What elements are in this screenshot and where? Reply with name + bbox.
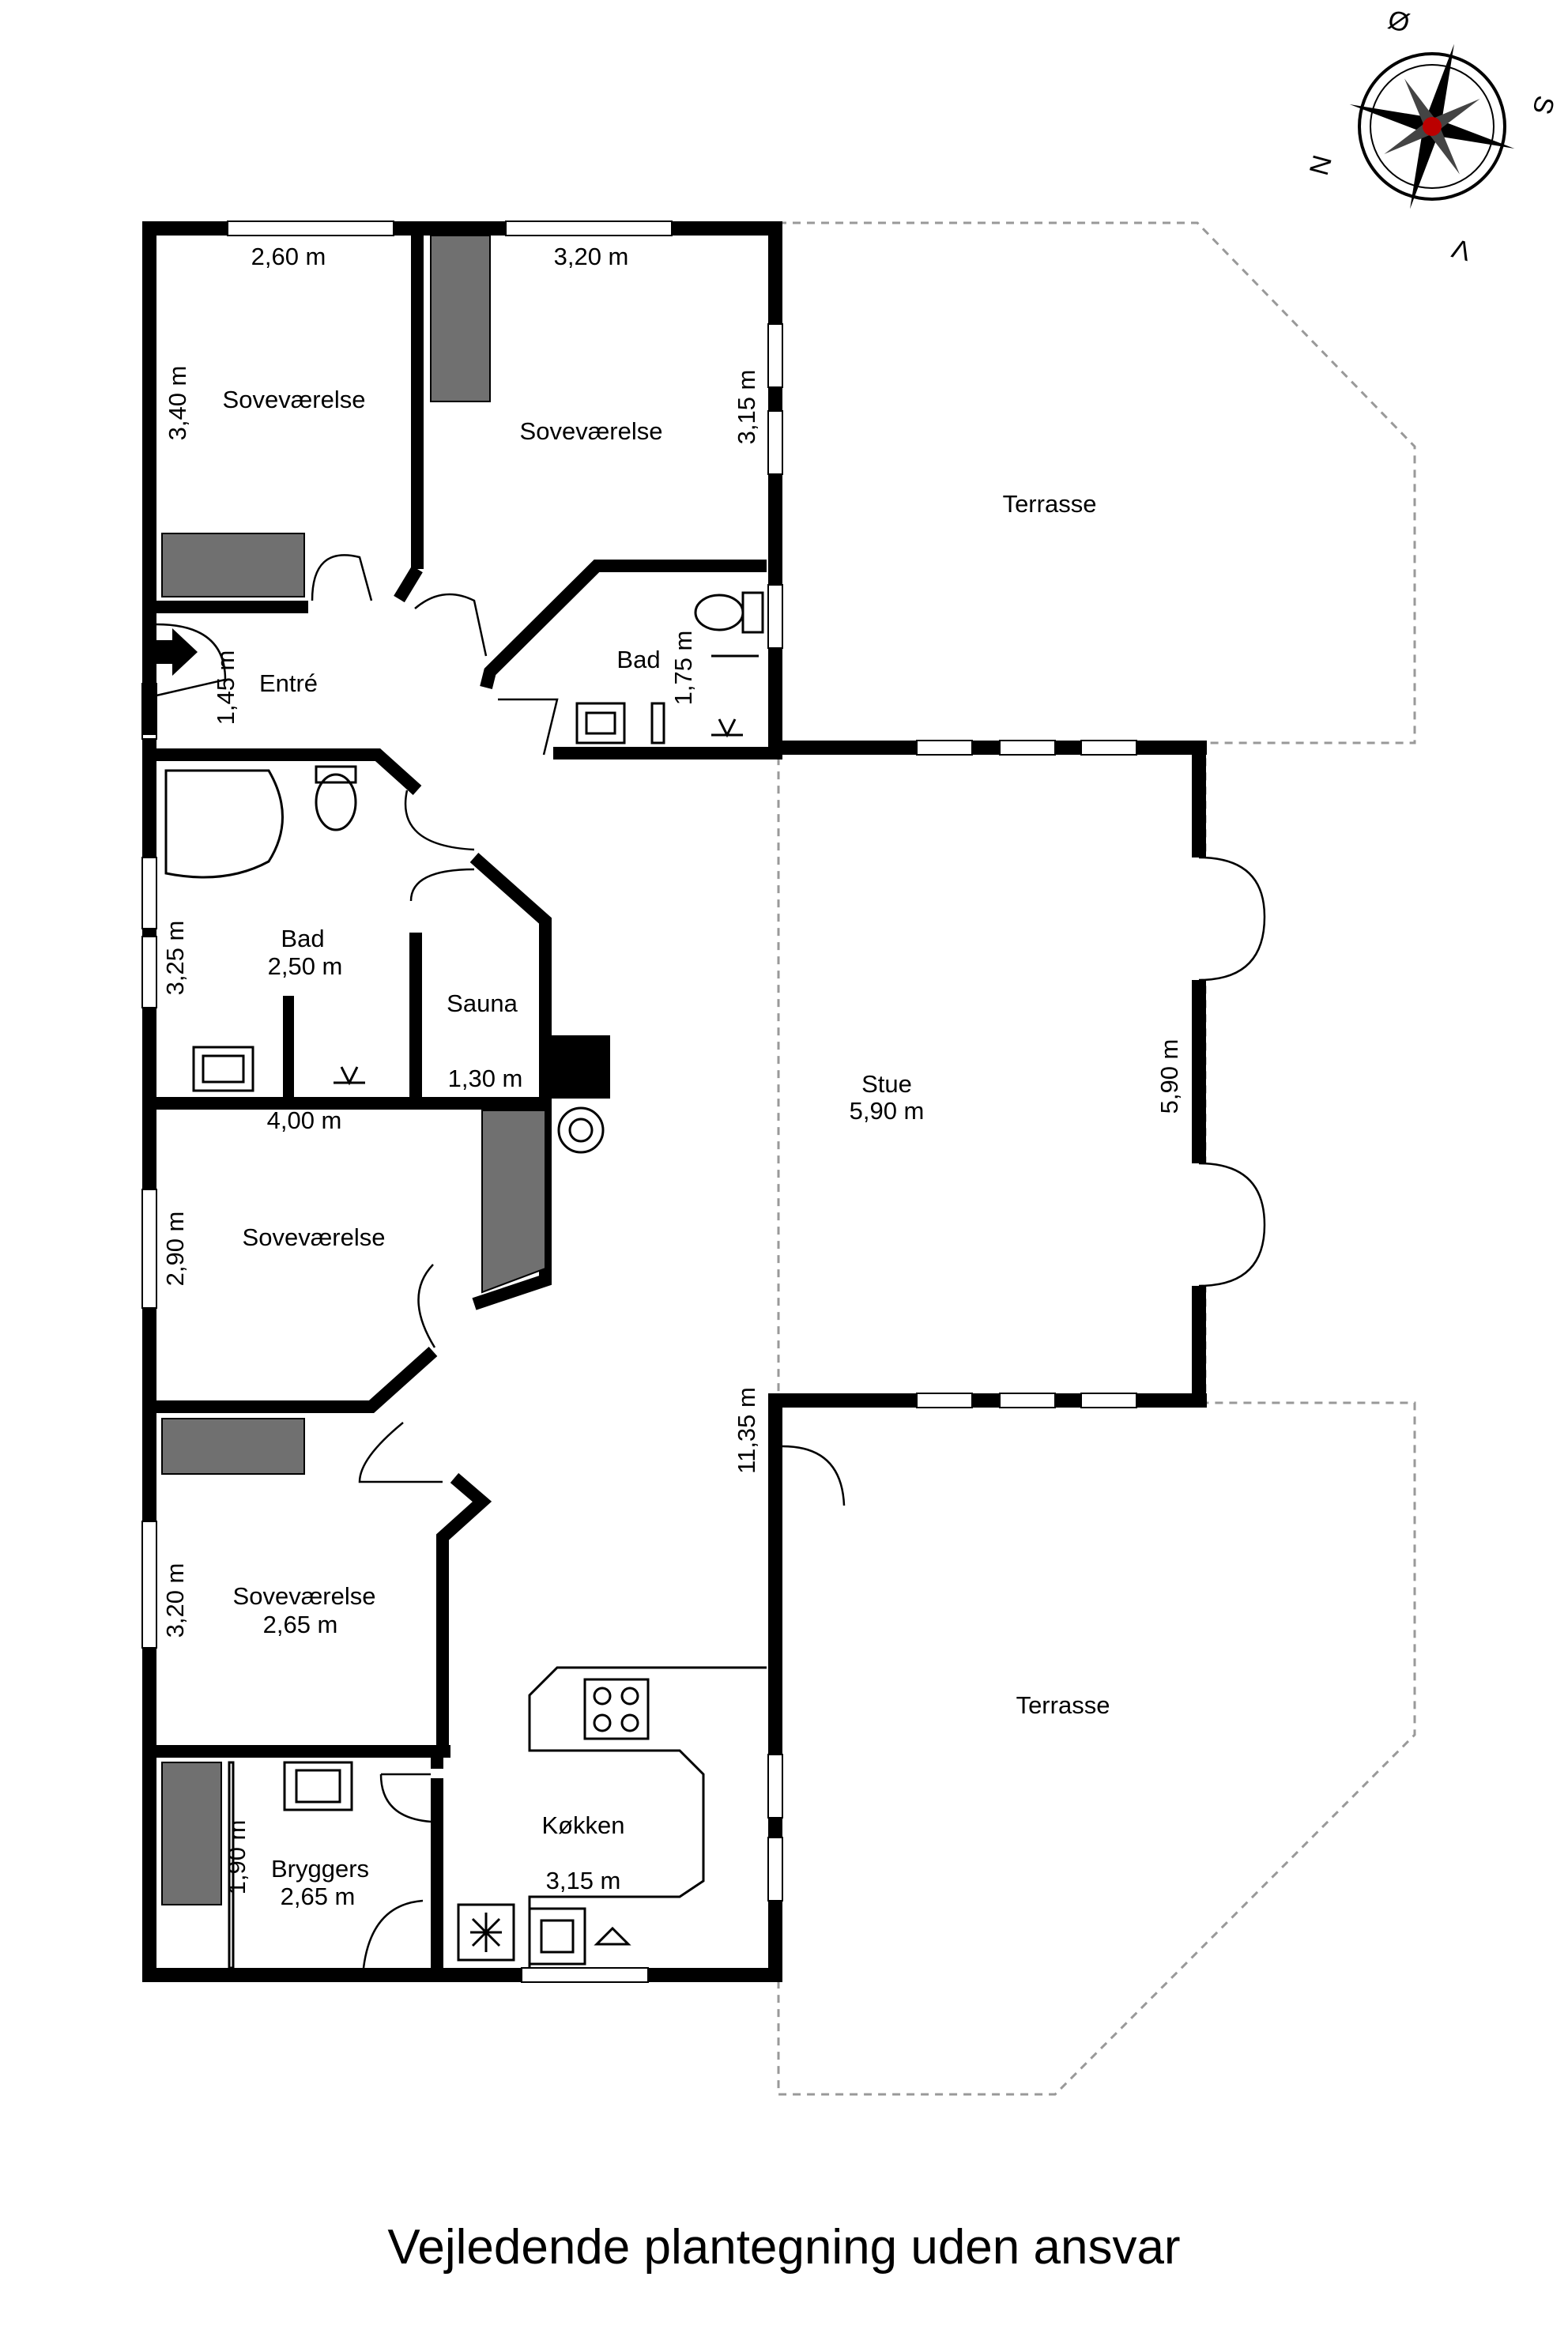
terrace-south-label: Terrasse <box>1016 1691 1110 1719</box>
room-bedroom-2-label: Soveværelse <box>520 417 663 445</box>
room-living-length: 11,35 m <box>733 1387 760 1474</box>
room-bedroom-4-depth: 3,20 m <box>161 1563 189 1638</box>
room-living-label: Stue <box>861 1070 912 1098</box>
terrace-north-label: Terrasse <box>1003 490 1097 518</box>
room-bedroom-2-width: 3,20 m <box>554 243 629 270</box>
room-entry-label: Entré <box>259 669 318 697</box>
room-bath-large-width: 2,50 m <box>268 952 343 980</box>
room-bedroom-3-depth: 2,90 m <box>161 1212 189 1287</box>
terrace-doors[interactable] <box>1190 856 1266 1287</box>
interior-walls <box>142 221 782 1982</box>
room-bedroom-4-width: 2,65 m <box>263 1611 338 1638</box>
room-bedroom-3-width: 4,00 m <box>267 1106 342 1134</box>
compass-o: Ø <box>1385 5 1412 40</box>
room-sauna-width: 1,30 m <box>448 1065 523 1092</box>
kitchen-fixtures <box>457 1666 767 1968</box>
disclaimer-text: Vejledende plantegning uden ansvar <box>387 2220 1181 2275</box>
room-kitchen-label: Køkken <box>541 1811 624 1839</box>
room-bath-large-depth: 3,25 m <box>161 921 189 996</box>
room-living-width: 5,90 m <box>850 1097 925 1125</box>
room-kitchen-width: 3,15 m <box>546 1867 621 1894</box>
room-utility-label: Bryggers <box>271 1855 369 1883</box>
room-bedroom-2-depth: 3,15 m <box>733 370 760 445</box>
bath-large-fixtures <box>164 765 365 1092</box>
room-bath-small-depth: 1,75 m <box>669 631 697 706</box>
room-bedroom-1-label: Soveværelse <box>223 386 366 413</box>
room-bedroom-4-label: Soveværelse <box>233 1582 376 1610</box>
compass-s: S <box>1526 92 1560 118</box>
bath-small-fixtures <box>575 591 764 744</box>
room-bath-small-label: Bad <box>616 646 660 673</box>
compass-n: N <box>1304 152 1338 179</box>
closets <box>161 235 546 1905</box>
room-living-depth: 5,90 m <box>1155 1039 1183 1114</box>
room-utility-width: 2,65 m <box>281 1883 356 1910</box>
wood-stove-icon <box>557 1106 605 1154</box>
room-bedroom-1-width: 2,60 m <box>251 243 326 270</box>
terrace-north-outline <box>777 221 1416 2096</box>
compass-rose-icon: Ø S V N <box>1304 5 1560 266</box>
room-utility-depth: 1,90 m <box>223 1820 251 1895</box>
windows <box>141 220 1137 1983</box>
room-bedroom-3-label: Soveværelse <box>243 1223 386 1251</box>
compass-v: V <box>1449 232 1474 266</box>
room-entry-depth: 1,45 m <box>212 650 239 726</box>
room-sauna-label: Sauna <box>447 989 518 1017</box>
entrance-arrow-icon <box>145 628 198 676</box>
room-bedroom-1-depth: 3,40 m <box>164 366 191 441</box>
interior-doors[interactable] <box>156 554 846 1969</box>
room-bath-large-label: Bad <box>281 925 324 952</box>
utility-fixtures <box>228 1761 353 1969</box>
